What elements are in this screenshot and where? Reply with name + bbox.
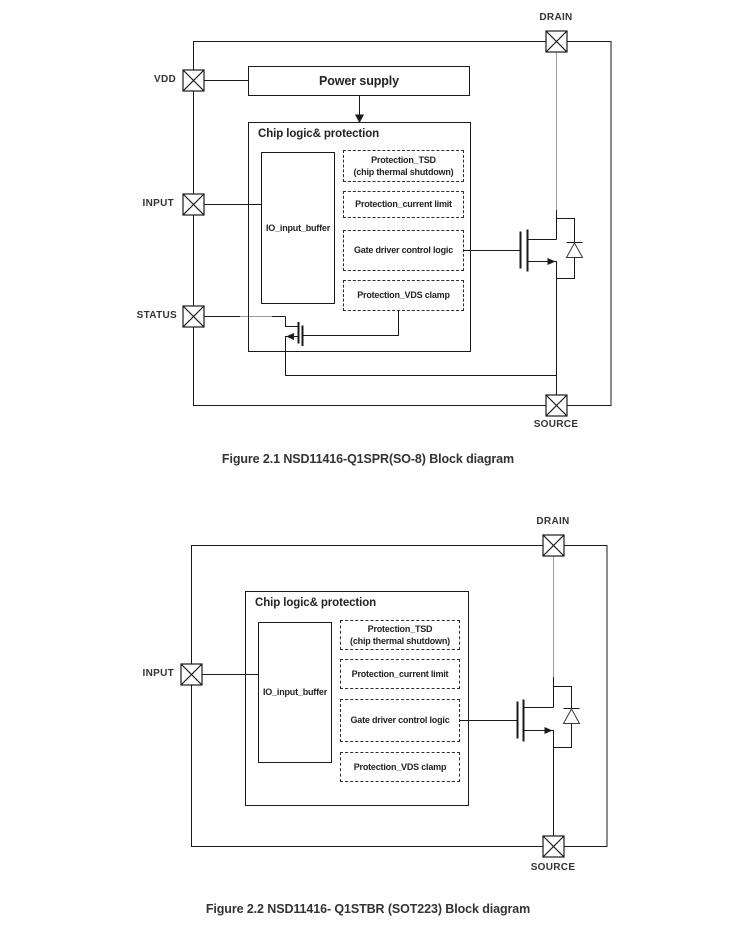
input-pin-label: INPUT	[142, 668, 174, 679]
fet-source-wire	[528, 261, 557, 395]
power-fet-bars	[516, 699, 525, 742]
gate-driver-block: Gate driver control logic	[340, 699, 460, 742]
status-fet-bars	[297, 322, 304, 346]
source-pin-label: SOURCE	[530, 862, 576, 873]
drain-pin-symbol	[545, 30, 568, 53]
protection-tsd-label-line2: (chip thermal shutdown)	[353, 167, 454, 177]
fet-drain-wire	[524, 677, 554, 708]
source-pin-symbol	[545, 394, 568, 417]
power-supply-label: Power supply	[318, 74, 400, 88]
protection-tsd-block: Protection_TSD (chip thermal shutdown)	[343, 150, 464, 182]
figure1-wires	[193, 41, 612, 406]
body-diode-triangle	[565, 241, 584, 258]
status-pin-label: STATUS	[136, 310, 177, 321]
drain-pin-label: DRAIN	[536, 516, 570, 527]
input-pin-label: INPUT	[142, 198, 174, 209]
gate-driver-label: Gate driver control logic	[353, 245, 454, 256]
protection-tsd-label-line1: Protection_TSD	[371, 154, 436, 165]
figure1-gray-wires	[240, 52, 557, 317]
package-outline	[193, 41, 612, 406]
input-pin-symbol	[180, 663, 203, 686]
io-input-buffer-label: IO_input_buffer	[266, 222, 330, 233]
figure1-caption: Figure 2.1 NSD11416-Q1SPR(SO-8) Block di…	[221, 452, 515, 466]
protection-tsd-label-line1: Protection_TSD	[367, 623, 433, 634]
figure1-pins	[182, 30, 568, 417]
protection-vds-clamp-label: Protection_VDS clamp	[353, 761, 447, 772]
protection-tsd-block: Protection_TSD (chip thermal shutdown)	[340, 620, 460, 650]
chip-logic-label: Chip logic& protection	[255, 597, 377, 609]
protection-current-limit-label: Protection_current limit	[355, 199, 452, 210]
figure2-circuit	[180, 534, 608, 858]
power-supply-block: Power supply	[248, 66, 470, 96]
io-input-buffer-label: IO_input_buffer	[263, 687, 327, 698]
status-fet-arrowhead	[286, 333, 294, 340]
fet-drain-wire	[528, 210, 557, 240]
power-fet-arrowhead	[547, 258, 556, 265]
protection-tsd-label-line2: (chip thermal shutdown)	[350, 636, 450, 646]
protection-vds-clamp-block: Protection_VDS clamp	[340, 752, 460, 782]
chip-logic-block: Chip logic& protection	[245, 591, 469, 806]
body-diode-triangle	[562, 707, 581, 724]
protection-current-limit-block: Protection_current limit	[340, 659, 460, 689]
protection-vds-clamp-label: Protection_VDS clamp	[357, 290, 450, 301]
clamp-to-status-fet-wire	[303, 310, 399, 336]
protection-current-limit-label: Protection_current limit	[351, 668, 449, 679]
figure2-caption: Figure 2.2 NSD11416- Q1STBR (SOT223) Blo…	[205, 902, 531, 916]
vdd-pin-label: VDD	[153, 74, 176, 85]
drain-pin-label: DRAIN	[539, 12, 573, 23]
source-pin-label: SOURCE	[533, 419, 579, 430]
status-pin-symbol	[182, 305, 205, 328]
down-arrowhead	[355, 114, 364, 123]
protection-vds-clamp-block: Protection_VDS clamp	[343, 280, 464, 311]
chip-logic-label: Chip logic& protection	[258, 128, 380, 140]
protection-current-limit-block: Protection_current limit	[343, 191, 464, 218]
power-fet-arrowhead	[544, 727, 553, 734]
fet-source-wire	[524, 730, 554, 836]
io-input-buffer-block: IO_input_buffer	[258, 622, 332, 763]
vdd-pin-symbol	[182, 69, 205, 92]
gate-driver-block: Gate driver control logic	[343, 230, 464, 271]
figure2-symbols	[544, 707, 581, 734]
drain-pin-symbol	[542, 534, 565, 557]
figure2-pins	[180, 534, 565, 858]
package-outline	[191, 545, 608, 847]
figure1-symbols	[286, 114, 584, 340]
gate-driver-label: Gate driver control logic	[350, 715, 450, 726]
source-pin-symbol	[542, 835, 565, 858]
io-input-buffer-block: IO_input_buffer	[261, 152, 335, 304]
power-fet-bars	[519, 229, 529, 272]
input-pin-symbol	[182, 193, 205, 216]
figure1-circuit	[182, 30, 612, 417]
chip-logic-block: Chip logic& protection	[248, 122, 471, 352]
